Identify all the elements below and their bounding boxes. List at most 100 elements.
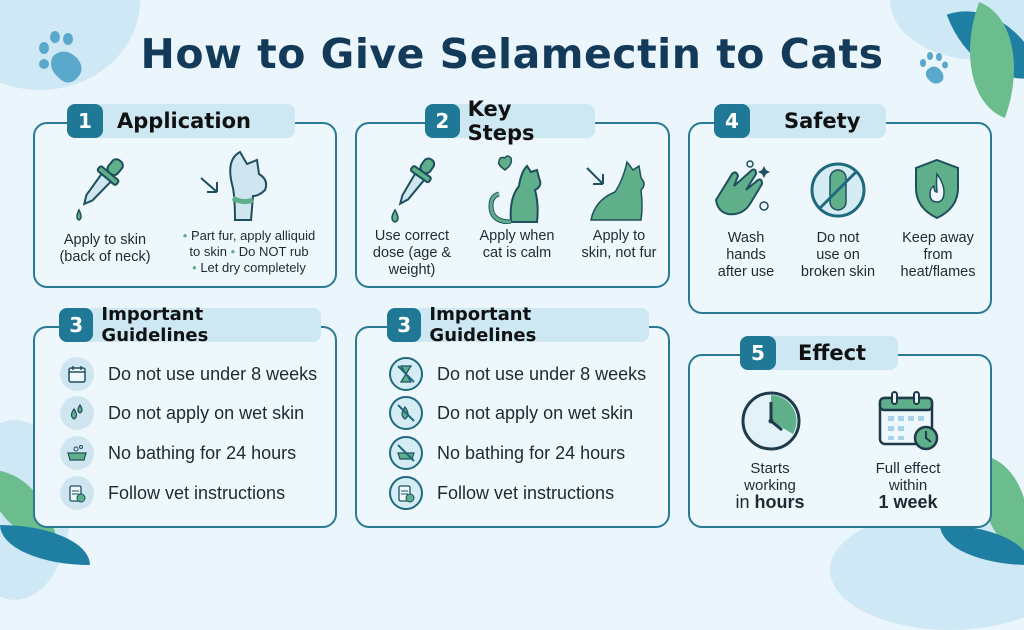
item-line: Apply to skin — [63, 232, 147, 248]
item-line: Apply when — [479, 228, 555, 244]
safety-text-broken-skin: Do not use on broken skin — [792, 230, 884, 281]
section-key-steps: 2 Key Steps Use correct dose (age & weig… — [355, 97, 671, 288]
application-text-neck: Apply to skin (back of neck) — [45, 232, 165, 266]
section-header: 2 Key Steps — [425, 97, 595, 145]
dropper-icon — [76, 158, 124, 221]
fire-shield-icon — [915, 158, 959, 220]
bullet-line: • Let dry completely — [192, 260, 306, 275]
item-line: Starts — [750, 460, 790, 477]
bullet-text: to skin — [189, 244, 227, 259]
guideline-text: No bathing for 24 hours — [437, 442, 626, 463]
bath-icon — [60, 436, 94, 470]
item-line: broken skin — [800, 264, 876, 280]
bullet-text: Part fur, apply alliquid — [190, 228, 316, 243]
item-line-bold: 1 week — [878, 492, 938, 512]
section-guidelines-right: 3 Important Guidelines Do not use under … — [355, 304, 670, 528]
section-guidelines-left: 3 Important Guidelines Do not use under … — [33, 304, 337, 528]
section-number: 4 — [714, 104, 750, 138]
guideline-row: Do not apply on wet skin — [389, 396, 633, 430]
page-title: How to Give Selamectin to Cats — [140, 30, 884, 78]
clock-icon — [741, 391, 801, 451]
application-bullets: • Part fur, apply alliquid to skin • Do … — [163, 228, 335, 276]
item-line: dose (age & — [372, 245, 452, 261]
item-line: hands — [726, 247, 766, 263]
guideline-text: Follow vet instructions — [437, 482, 615, 503]
section-header: 1 Application — [67, 104, 295, 138]
cat-arrow-icon — [586, 160, 645, 221]
section-safety: 4 Safety Wash hands after use Do not use… — [688, 104, 992, 314]
item-line-bold: hours — [754, 492, 805, 512]
item-line: within — [888, 477, 928, 494]
calendar-icon — [60, 357, 94, 391]
section-application: 1 Application Apply to skin (back of nec… — [33, 104, 337, 288]
item-line: cat is calm — [482, 245, 552, 261]
item-line: use on — [816, 247, 860, 263]
item-line: Keep away — [902, 230, 974, 246]
item-line: in hours — [714, 492, 826, 512]
key-step-text-dose: Use correct dose (age & weight) — [363, 228, 461, 279]
item-line: from — [923, 247, 953, 263]
dropper-icon — [391, 157, 436, 223]
safety-text-heat: Keep away from heat/flames — [886, 230, 990, 281]
key-step-text-skin: Apply to skin, not fur — [567, 228, 671, 262]
guideline-text: No bathing for 24 hours — [108, 442, 297, 463]
water-drops-icon — [60, 396, 94, 430]
guideline-row: Do not apply on wet skin — [60, 396, 304, 430]
section-number: 3 — [387, 308, 422, 342]
item-line-pre: in — [735, 492, 755, 512]
section-header: 3 Important Guidelines — [387, 304, 649, 346]
wash-hands-icon — [714, 160, 770, 216]
section-number: 5 — [740, 336, 776, 370]
item-line: Wash — [727, 230, 765, 246]
clipboard-check-icon — [60, 476, 94, 510]
section-header: 5 Effect — [740, 336, 898, 370]
clipboard-check-icon — [389, 476, 423, 510]
no-broken-skin-icon — [810, 162, 866, 218]
safety-text-wash: Wash hands after use — [698, 230, 794, 281]
key-step-text-calm: Apply when cat is calm — [469, 228, 565, 262]
item-line: Apply to — [592, 228, 646, 244]
item-line: weight) — [388, 262, 436, 278]
guideline-text: Do not apply on wet skin — [437, 402, 634, 423]
guideline-row: Follow vet instructions — [60, 476, 285, 510]
paw-icon — [39, 31, 82, 83]
item-line: (back of neck) — [59, 249, 151, 265]
calm-cat-heart-icon — [488, 155, 542, 224]
effect-text-starts: Starts working in hours — [714, 460, 826, 512]
section-title: Important Guidelines — [101, 304, 209, 346]
cat-neck-icon — [200, 150, 268, 221]
section-header: 3 Important Guidelines — [59, 304, 321, 346]
guideline-text: Follow vet instructions — [108, 482, 286, 503]
guideline-row: No bathing for 24 hours — [60, 436, 296, 470]
bullet-text: Let dry completely — [200, 260, 306, 275]
calendar-clock-icon — [878, 391, 939, 451]
section-number: 1 — [67, 104, 103, 138]
guideline-row: Do not use under 8 weeks — [60, 357, 317, 391]
paw-icon — [920, 52, 948, 84]
section-header: 4 Safety — [714, 104, 886, 138]
guideline-row: Do not use under 8 weeks — [389, 357, 646, 391]
item-line: heat/flames — [900, 264, 976, 280]
no-hourglass-icon — [389, 357, 423, 391]
item-line: working — [744, 477, 796, 494]
item-line: 1 week — [852, 492, 964, 512]
item-line: Do not — [816, 230, 860, 246]
guideline-text: Do not use under 8 weeks — [108, 363, 318, 384]
guideline-text: Do not use under 8 weeks — [437, 363, 647, 384]
section-number: 3 — [59, 308, 94, 342]
bullet-line: to skin • Do NOT rub — [189, 244, 309, 259]
item-line: Use correct — [374, 228, 450, 244]
item-line: Full effect — [875, 460, 941, 477]
section-title: Key Steps — [467, 97, 535, 145]
section-title: Application — [117, 109, 251, 133]
guideline-row: No bathing for 24 hours — [389, 436, 625, 470]
section-effect: 5 Effect Starts working in hours Full ef… — [688, 336, 992, 528]
section-number: 2 — [425, 104, 460, 138]
no-bath-icon — [389, 436, 423, 470]
guideline-row: Follow vet instructions — [389, 476, 614, 510]
bullet-line: • Part fur, apply alliquid — [182, 228, 316, 243]
section-title: Important Guidelines — [429, 304, 537, 346]
no-water-icon — [389, 396, 423, 430]
section-title: Effect — [798, 341, 867, 365]
bullet-text: Do NOT rub — [238, 244, 309, 259]
